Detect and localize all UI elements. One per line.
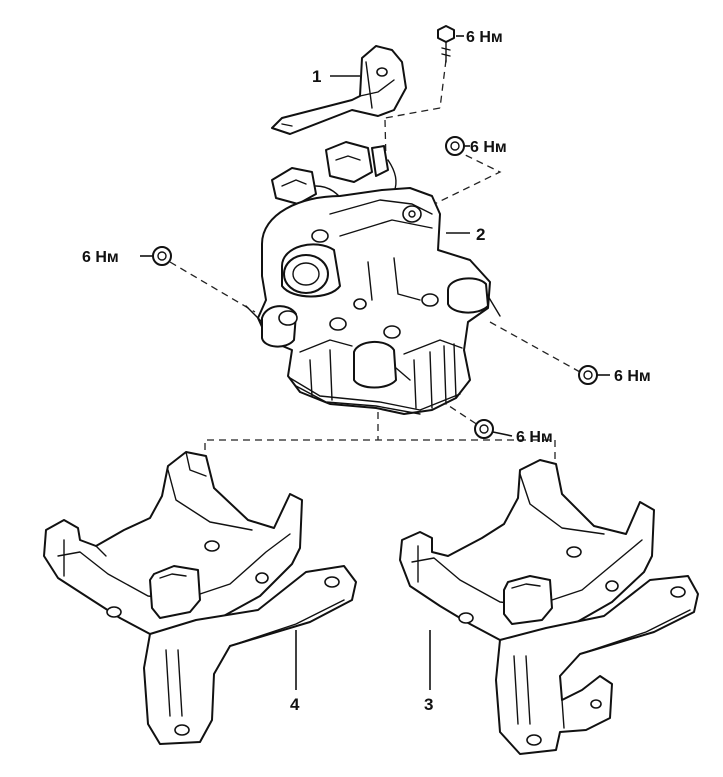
top-bracket-part-1 [271,45,407,135]
left-bracket-part-4 [43,451,357,745]
bolt-icon [437,25,455,63]
callout-leaders [295,35,470,690]
nut-icon [152,246,172,266]
callout-1: 1 [312,67,321,86]
torque-label-upper-nut: 6 Нм [470,139,507,156]
torque-label-left-nut: 6 Нм [82,249,119,266]
callout-4: 4 [290,695,300,714]
callout-3: 3 [424,695,433,714]
nut-icon [474,419,494,439]
callout-2: 2 [476,225,485,244]
torque-label-lower-nut: 6 Нм [516,429,553,446]
nut-icon [445,136,465,156]
abs-hydraulic-unit-part-2 [245,141,501,415]
torque-label-top-bolt: 6 Нм [466,29,503,46]
right-bracket-part-3 [399,459,699,755]
torque-label-right-nut: 6 Нм [614,368,651,385]
nut-icon [578,365,598,385]
